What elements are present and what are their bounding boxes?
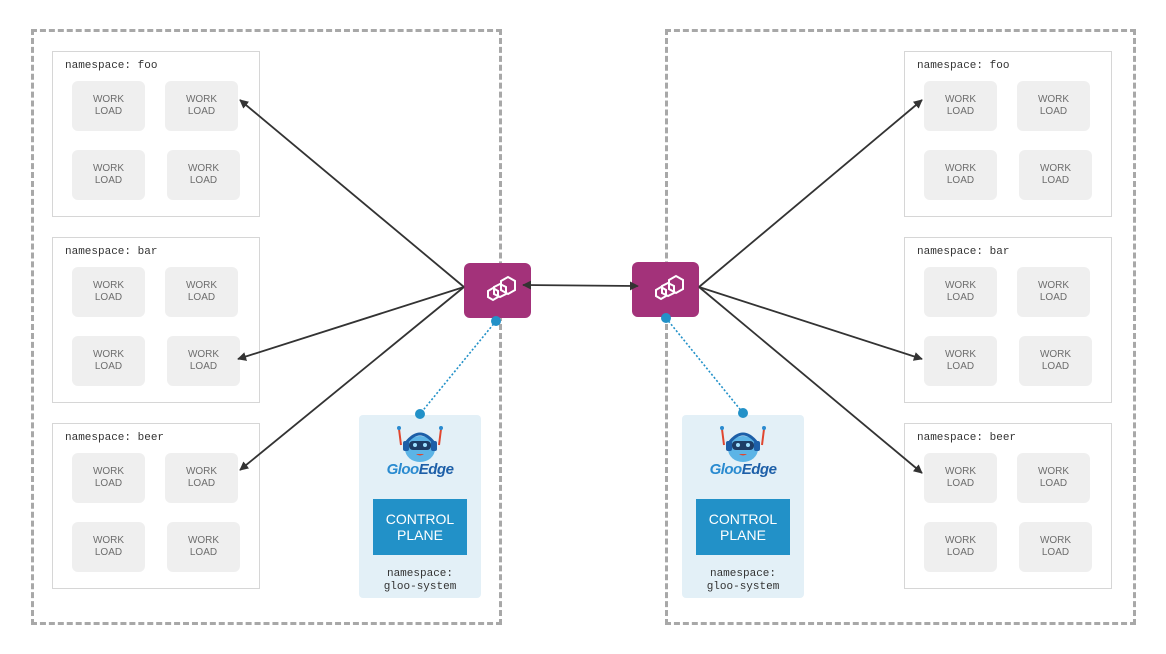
- workload: WORK LOAD: [1019, 336, 1092, 386]
- edge-logo-text: Edge: [418, 461, 454, 478]
- workload: WORK LOAD: [924, 453, 997, 503]
- gloo-mascot-icon: [397, 426, 443, 462]
- workload: WORK LOAD: [924, 81, 997, 131]
- control-plane-label-line1: CONTROL: [708, 511, 778, 527]
- control-plane-box: CONTROL PLANE: [696, 499, 790, 555]
- route-arrow-left-beer: [239, 286, 465, 471]
- cluster-right: [665, 29, 1136, 625]
- control-plane-namespace-line1: namespace:: [386, 568, 453, 580]
- route-arrow-left-foo: [239, 99, 465, 288]
- namespace-label: namespace: foo: [65, 60, 158, 72]
- route-arrow-left-bar: [237, 286, 465, 361]
- workload: WORK LOAD: [1017, 267, 1090, 317]
- envoy-proxy-left: [464, 263, 531, 318]
- workload: WORK LOAD: [165, 267, 238, 317]
- control-plane-namespace-line1: namespace:: [709, 568, 776, 580]
- workload: WORK LOAD: [72, 267, 145, 317]
- gloo-logo-text: Gloo: [386, 461, 420, 478]
- envoy-proxy-right: [632, 262, 699, 317]
- edge-logo-text: Edge: [741, 461, 777, 478]
- namespace-beer-left: namespace: beer WORK LOAD WORK LOAD WORK…: [52, 423, 260, 589]
- namespace-label: namespace: bar: [65, 246, 158, 258]
- control-plane-label-line2: PLANE: [720, 527, 766, 543]
- config-link-right: [665, 317, 744, 414]
- gloo-logo-text: Gloo: [709, 461, 743, 478]
- namespace-foo-left: namespace: foo WORK LOAD WORK LOAD WORK …: [52, 51, 260, 217]
- namespace-bar-right: namespace: bar WORK LOAD WORK LOAD WORK …: [904, 237, 1112, 403]
- workload: WORK LOAD: [167, 336, 240, 386]
- workload: WORK LOAD: [72, 522, 145, 572]
- route-arrow-right-beer: [698, 286, 923, 474]
- gloo-edge-logo: GlooEdge: [359, 461, 481, 478]
- workload: WORK LOAD: [72, 150, 145, 200]
- namespace-label: namespace: beer: [917, 432, 1017, 444]
- control-plane-label-line1: CONTROL: [385, 511, 455, 527]
- namespace-label: namespace: bar: [917, 246, 1010, 258]
- namespace-foo-right: namespace: foo WORK LOAD WORK LOAD WORK …: [904, 51, 1112, 217]
- namespace-beer-right: namespace: beer WORK LOAD WORK LOAD WORK…: [904, 423, 1112, 589]
- gloo-mascot-icon: [720, 426, 766, 462]
- config-link-dot: [491, 316, 501, 326]
- workload: WORK LOAD: [167, 522, 240, 572]
- control-plane-box: CONTROL PLANE: [373, 499, 467, 555]
- envoy-to-envoy-arrow: [522, 280, 639, 291]
- control-plane-namespace-line2: gloo-system: [706, 581, 780, 593]
- gloo-edge-logo: GlooEdge: [682, 461, 804, 478]
- workload: WORK LOAD: [924, 267, 997, 317]
- cluster-left: [31, 29, 502, 625]
- workload: WORK LOAD: [165, 81, 238, 131]
- workload: WORK LOAD: [167, 150, 240, 200]
- workload: WORK LOAD: [924, 150, 997, 200]
- namespace-bar-left: namespace: bar WORK LOAD WORK LOAD WORK …: [52, 237, 260, 403]
- control-plane-label-line2: PLANE: [397, 527, 443, 543]
- workload: WORK LOAD: [924, 336, 997, 386]
- namespace-label: namespace: foo: [917, 60, 1010, 72]
- config-link-dot: [661, 313, 671, 323]
- namespace-label: namespace: beer: [65, 432, 165, 444]
- config-link-dot: [415, 409, 425, 419]
- workload: WORK LOAD: [72, 336, 145, 386]
- control-plane-namespace-line2: gloo-system: [383, 581, 457, 593]
- config-link-left: [419, 320, 497, 415]
- workload: WORK LOAD: [1019, 150, 1092, 200]
- envoy-proxy-icon: [487, 275, 516, 302]
- workload: WORK LOAD: [165, 453, 238, 503]
- workload: WORK LOAD: [72, 81, 145, 131]
- workload: WORK LOAD: [1019, 522, 1092, 572]
- control-plane-panel-right: GlooEdge CONTROL PLANE namespace: gloo-s…: [682, 415, 804, 598]
- envoy-proxy-icon: [655, 274, 684, 301]
- route-arrow-right-bar: [698, 286, 923, 361]
- workload: WORK LOAD: [1017, 81, 1090, 131]
- config-link-dot: [738, 408, 748, 418]
- workload: WORK LOAD: [1017, 453, 1090, 503]
- workload: WORK LOAD: [72, 453, 145, 503]
- control-plane-panel-left: GlooEdge CONTROL PLANE namespace: gloo-s…: [359, 415, 481, 598]
- route-arrow-right-foo: [698, 99, 923, 288]
- workload: WORK LOAD: [924, 522, 997, 572]
